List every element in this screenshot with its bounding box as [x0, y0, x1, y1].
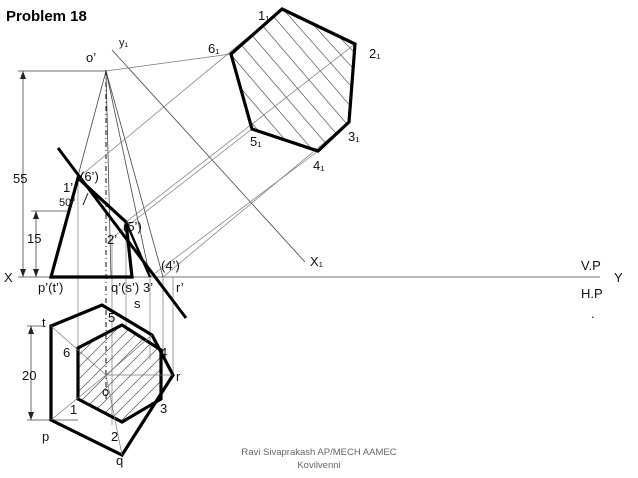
label-s: s	[134, 296, 141, 311]
dim-55: 55	[13, 171, 27, 186]
label-2: 2	[111, 429, 118, 444]
x-label: X	[4, 270, 13, 285]
label-o-top: o	[102, 384, 109, 399]
x1-label: X₁	[310, 254, 324, 269]
dim15-arrow-top	[33, 211, 39, 219]
label-1: 1	[70, 402, 77, 417]
top-section-hatch	[78, 325, 161, 422]
y1-label: y₁	[119, 37, 129, 49]
label-4: 4	[160, 345, 167, 360]
dim20-arrow-top	[28, 326, 34, 334]
label-6-aux: 6₁	[208, 41, 220, 56]
label-6: 6	[63, 345, 70, 360]
dim-15: 15	[27, 231, 41, 246]
top-view	[49, 303, 175, 458]
vp-label: V.P	[581, 258, 601, 273]
label-2-front: 2’	[107, 232, 117, 247]
label-angle: 50°	[59, 197, 76, 209]
label-1-front: 1’	[63, 180, 73, 195]
y-label: Y	[614, 270, 623, 285]
dim55-arrow-top	[20, 71, 26, 79]
top-section-hexagon	[76, 323, 163, 424]
label-3: 3	[160, 401, 167, 416]
true-shape-hexagon	[229, 7, 357, 153]
front-cut-edge	[124, 221, 152, 278]
hp-label: H.P	[581, 286, 603, 301]
label-p: p	[42, 429, 49, 444]
projectors-front-to-top	[77, 178, 174, 425]
label-3-aux: 3₁	[348, 129, 360, 144]
label-5-front: (5’)	[123, 219, 142, 234]
label-r: r	[176, 369, 181, 384]
label-5: 5	[108, 310, 115, 325]
label-1-aux: 1₁	[258, 8, 270, 23]
angle-arc	[82, 192, 89, 206]
dim-20: 20	[22, 368, 36, 383]
credit-line-1: Ravi Sivaprakash AP/MECH AAMEC	[241, 447, 396, 458]
credit-line-2: Kovilvenni	[297, 460, 340, 471]
label-p-t: p’(t’)	[38, 280, 63, 295]
label-4-front: (4’)	[161, 258, 180, 273]
label-o-front: o’	[86, 50, 96, 65]
label-4-aux: 4₁	[313, 158, 325, 173]
label-6-front: (6’)	[80, 169, 99, 184]
x1y1-line	[111, 49, 306, 263]
label-t: t	[42, 315, 46, 330]
label-5-aux: 5₁	[250, 134, 262, 149]
label-r-front: r’	[176, 280, 184, 295]
label-3-front: 3’	[143, 280, 153, 295]
dim15-arrow-bottom	[33, 269, 39, 277]
hp-dot: .	[591, 306, 595, 321]
label-q-s: q’(s’)	[111, 280, 139, 295]
cutting-plane	[56, 147, 188, 319]
label-q: q	[116, 453, 123, 468]
dim20-arrow-bottom	[28, 412, 34, 420]
label-2-aux: 2₁	[369, 46, 381, 61]
dim55-arrow-bottom	[20, 269, 26, 277]
problem-title: Problem 18	[6, 8, 87, 25]
